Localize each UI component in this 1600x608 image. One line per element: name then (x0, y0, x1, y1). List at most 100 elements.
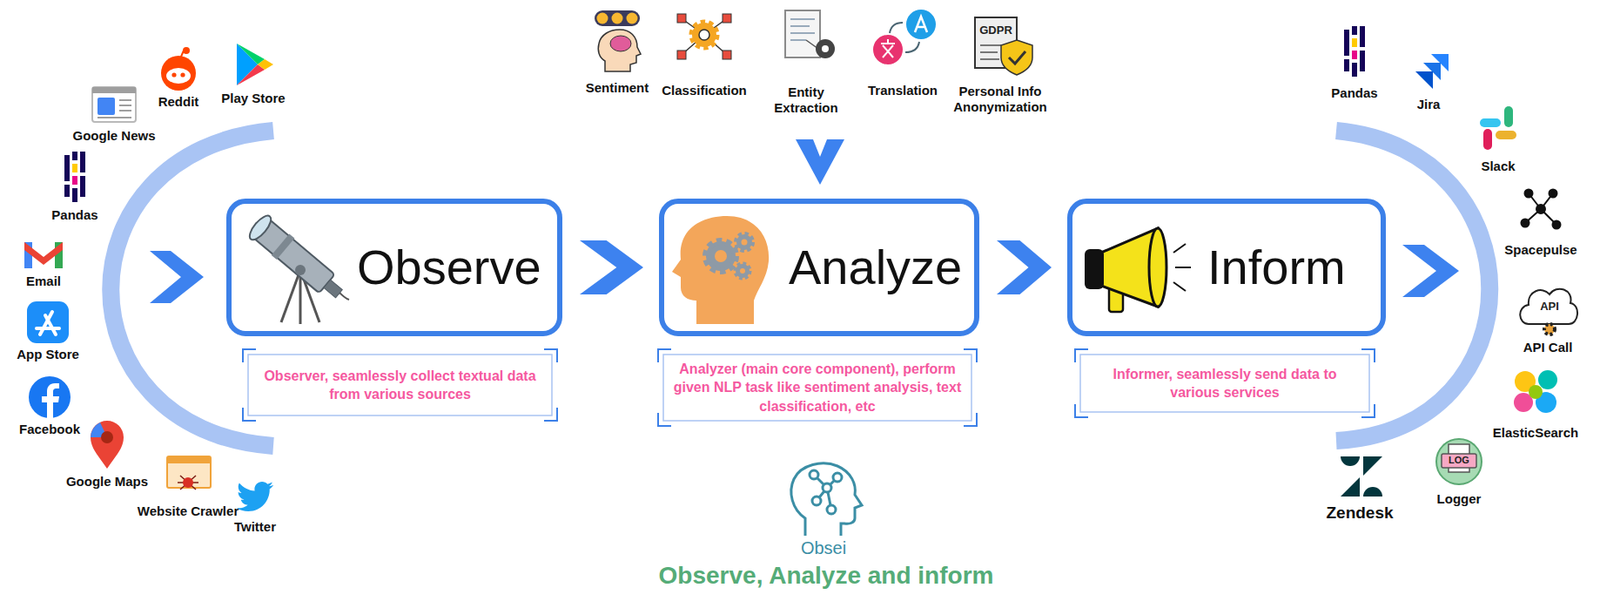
stage-box: Observe (226, 198, 563, 337)
app-store-icon (26, 301, 69, 343)
spacepulse-icon (1521, 219, 1530, 228)
api-icon (1544, 323, 1555, 335)
sentiment-icon (626, 13, 639, 25)
telescope-illustration (271, 233, 296, 260)
entity-extraction-icon (785, 10, 821, 58)
spacepulse-icon (1525, 189, 1533, 198)
jira-icon (1415, 71, 1433, 89)
description-text: Analyzer (main core component), perform … (671, 359, 964, 415)
icon-label: App Store (16, 346, 80, 363)
pandas-icon (64, 151, 86, 202)
sentiment-icon (597, 13, 609, 25)
website-crawler-icon (182, 477, 194, 488)
email-icon (24, 240, 63, 269)
google-news-icon (119, 109, 132, 112)
icon-label: Jira (1417, 96, 1441, 113)
bracket-corner (1361, 403, 1375, 417)
logger-icon (1436, 438, 1482, 485)
obsei-logo (826, 504, 836, 514)
reddit-icon (180, 72, 185, 77)
icon-label: API (1539, 299, 1560, 314)
bracket-corner (658, 349, 672, 363)
head-gears-illustration (736, 234, 753, 250)
bracket-corner (242, 407, 256, 421)
bracket-frame (242, 348, 558, 422)
api-icon (1519, 289, 1578, 335)
icon-label: Spacepulse (1504, 242, 1577, 258)
email-icon (24, 240, 63, 269)
icon-label: ElasticSearch (1492, 424, 1579, 441)
google-news-icon (119, 99, 132, 101)
head-gears-illustration (741, 239, 748, 246)
twitter-icon (236, 481, 274, 511)
zendesk-icon (1340, 456, 1383, 497)
telescope-illustration (323, 279, 343, 298)
obsei-logo (791, 463, 862, 536)
google-maps-icon (90, 420, 124, 469)
sentiment-icon (610, 35, 632, 52)
sentiment-icon (594, 10, 640, 27)
source-arc (110, 130, 274, 446)
entity-extraction-icon (790, 32, 815, 34)
bracket-corner (544, 349, 558, 363)
reddit-icon (161, 55, 196, 91)
entity-extraction-icon (785, 10, 835, 59)
input-chevron (149, 250, 204, 303)
entity-extraction-icon (790, 25, 810, 27)
telescope-illustration (246, 212, 350, 305)
stage-box: Analyze (658, 198, 980, 337)
app-store-icon (36, 326, 60, 330)
classification-icon (692, 22, 717, 48)
output-chevron (1402, 244, 1459, 297)
translation-icon (873, 34, 903, 65)
pandas-icon (1344, 26, 1365, 77)
zendesk-icon (1363, 456, 1383, 476)
website-crawler-icon (167, 456, 211, 490)
head-gears-illustration (735, 263, 750, 278)
bracket-frame (1074, 348, 1376, 418)
play-store-icon (236, 43, 274, 86)
zendesk-icon (1363, 486, 1383, 497)
icon-label: API Call (1523, 339, 1574, 356)
head-gears-illustration (672, 215, 769, 324)
stage-title: Analyze (788, 240, 962, 295)
reddit-icon (182, 47, 190, 54)
reddit-icon (166, 67, 191, 84)
spacepulse-icon (1552, 221, 1561, 229)
play-store-icon (236, 64, 265, 86)
caption: Observe, Analyze and inform (658, 561, 995, 590)
gdpr-icon (1008, 51, 1026, 64)
description-box: Analyzer (main core component), perform … (657, 348, 978, 427)
google-news-icon (97, 97, 115, 115)
entity-extraction-icon (790, 39, 807, 41)
website-crawler-icon (167, 456, 211, 488)
slack-icon (1504, 106, 1513, 128)
entity-extraction-icon (815, 39, 835, 59)
spacepulse-icon (1521, 189, 1561, 229)
google-news-icon (92, 87, 136, 122)
translation-icon (873, 9, 936, 65)
gdpr-icon (980, 58, 1000, 61)
icon-label: Obsei (800, 537, 847, 558)
bracket-frame (663, 354, 972, 421)
facebook-icon (28, 376, 71, 418)
spacepulse-icon (1549, 189, 1558, 198)
head-gears-illustration (672, 215, 769, 324)
translation-icon (905, 41, 920, 53)
google-news-icon (119, 104, 132, 107)
description-text: Observer, seamlessly collect textual dat… (255, 366, 545, 404)
slack-icon (1479, 118, 1501, 128)
google-news-icon (92, 87, 136, 94)
elasticsearch-icon (1513, 369, 1558, 413)
task-chevron (795, 139, 845, 185)
zendesk-icon (1340, 477, 1360, 497)
head-gears-illustration (705, 241, 736, 271)
translation-icon (914, 16, 928, 33)
megaphone-illustration (1149, 228, 1167, 307)
icon-label: Sentiment (585, 80, 650, 96)
slack-icon (1483, 128, 1493, 150)
icon-label: Translation (867, 82, 938, 99)
jira-icon (1415, 53, 1449, 89)
icon-label: Play Store (221, 90, 285, 107)
